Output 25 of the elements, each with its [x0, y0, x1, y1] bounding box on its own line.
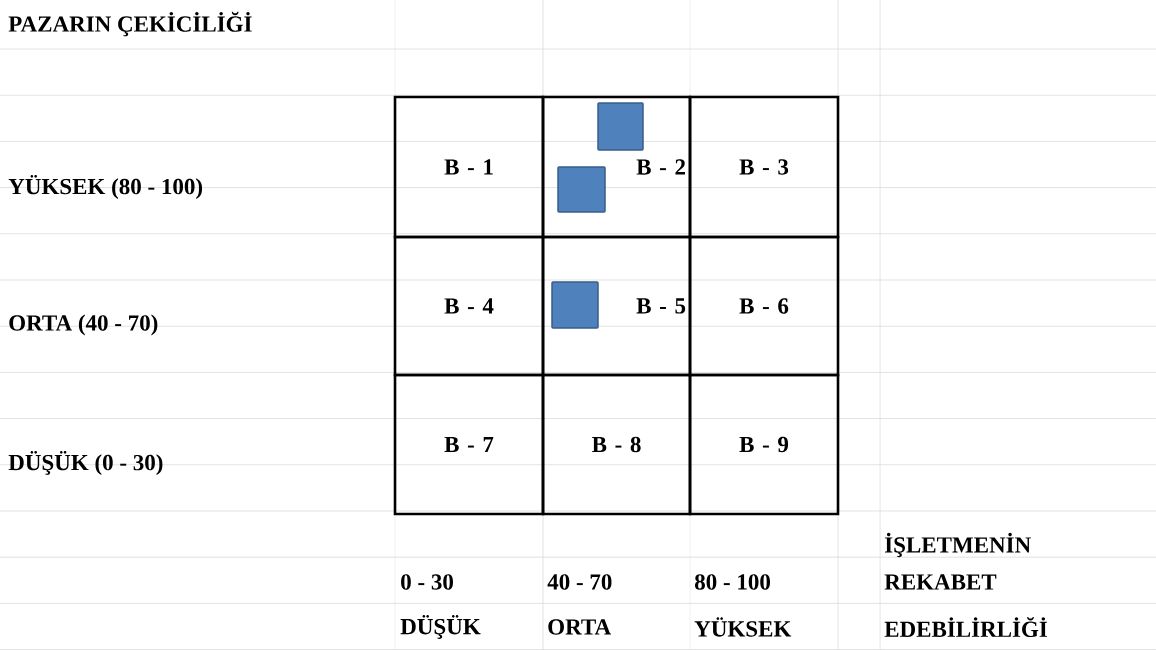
matrix-cell: B - 7: [393, 373, 545, 516]
row-label: DÜŞÜK (0 - 30): [8, 450, 163, 475]
row-label: YÜKSEK (80 - 100): [8, 174, 203, 199]
column-label: 0 - 30: [401, 574, 453, 590]
marker-square: [557, 166, 606, 213]
matrix-cell: B - 4: [393, 235, 545, 377]
axis-title: REKABET: [884, 574, 997, 590]
matrix-cell: B - 5: [541, 235, 692, 377]
axis-title: EDEBİLİRLİĞİ: [884, 616, 1048, 638]
matrix-cell: B - 1: [393, 95, 545, 239]
matrix-cell: B - 8: [541, 373, 692, 516]
axis-title: İŞLETMENİN: [884, 532, 1031, 558]
matrix-cell: B - 9: [688, 373, 840, 516]
marker-square: [597, 102, 644, 151]
row-label: ORTA (40 - 70): [9, 314, 158, 336]
column-label: ORTA: [548, 619, 611, 635]
marker-square: [551, 281, 599, 329]
matrix-cell: B - 6: [688, 235, 840, 377]
axis-title: PAZARIN ÇEKİCİLİĞİ: [8, 11, 252, 37]
column-label: 40 - 70: [547, 574, 612, 590]
matrix-cell: B - 3: [688, 95, 840, 239]
column-label: DÜŞÜK: [400, 615, 481, 639]
column-label: 80 - 100: [695, 574, 770, 590]
column-label: YÜKSEK: [694, 617, 792, 637]
matrix-cell: B - 2: [541, 95, 692, 239]
